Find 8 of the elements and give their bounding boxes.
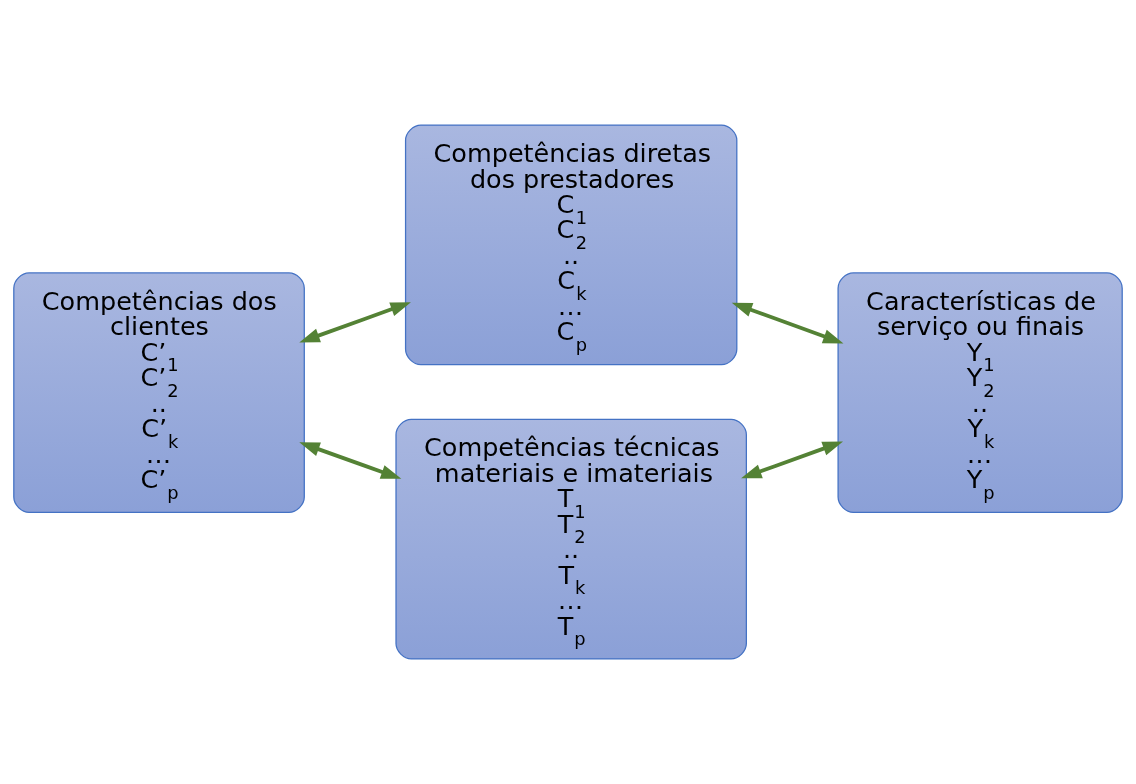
arrow — [731, 302, 844, 344]
node-box: Competências dos clientes C’$_{1}$ C’$_{2}$ .. C’$_{k}$ … C’$_{p}$ — [13, 272, 305, 514]
arrow — [741, 441, 844, 479]
node-box: Características de serviço ou finais Y$_{1}$ Y$_{2}$ .. Y$_{k}$ … Y$_{p}$ — [837, 272, 1123, 514]
node-box: Competências técnicas materiais e imateriais T$_{1}$ T$_{2}$ .. T$_{k}$ … T$_{p}$ — [395, 418, 747, 660]
arrow — [299, 442, 402, 479]
node-box: Competências diretas dos prestadores C$_{1}$ C$_{2}$ .. C$_{k}$ … C$_{p}$ — [404, 124, 738, 366]
arrow — [299, 302, 411, 343]
